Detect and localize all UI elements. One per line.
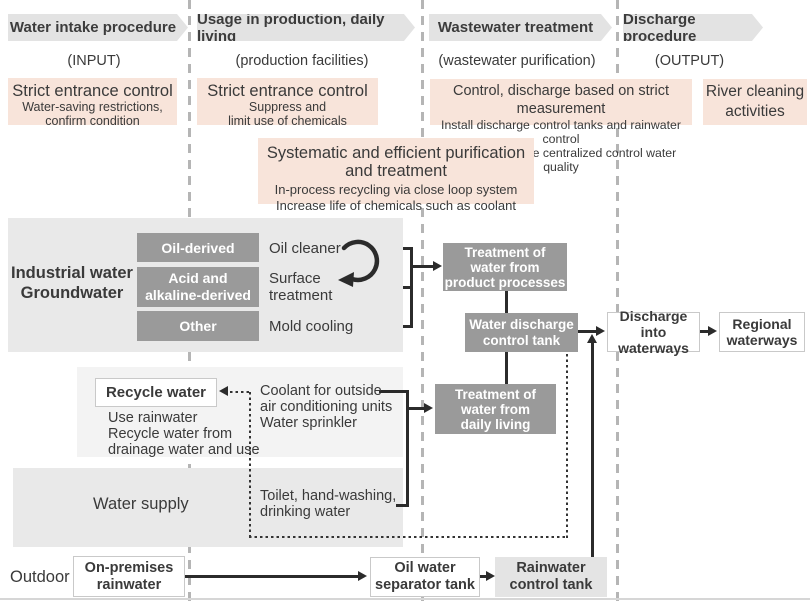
policy-systematic-body: In-process recycling via close loop syst… xyxy=(274,182,518,213)
connector-mold-stub xyxy=(403,325,413,328)
policy-usage-body: Suppress and limit use of chemicals xyxy=(228,100,347,128)
subtitle-output: (OUTPUT) xyxy=(654,53,725,69)
connector-to-product-treatment xyxy=(410,265,434,268)
subtitle-production-facilities: (production facilities) xyxy=(235,53,369,69)
subtitle-wastewater-purification: (wastewater purification) xyxy=(438,53,596,69)
arrowhead-right-icon xyxy=(486,571,495,581)
source-box-acid: Acid and alkaline-derived xyxy=(137,267,259,307)
arrowhead-right-icon xyxy=(424,403,433,413)
arrowhead-up-icon xyxy=(587,334,597,343)
policy-wastewater-box: Control, discharge based on strict measu… xyxy=(430,79,692,174)
connector-tank-to-discharge xyxy=(578,330,598,333)
cycle-arrow-icon xyxy=(338,239,380,287)
policy-intake-body: Water-saving restrictions, confirm condi… xyxy=(22,100,163,128)
policy-usage-box: Strict entrance control Suppress and lim… xyxy=(197,78,378,128)
subtitle-input: (INPUT) xyxy=(67,53,121,69)
policy-wastewater-title: Control, discharge based on strict measu… xyxy=(453,83,669,117)
process-mold-cooling: Mold cooling xyxy=(269,318,354,335)
treatment-product-box: Treatment of water from product processe… xyxy=(443,243,567,291)
column-separator-3 xyxy=(616,0,619,603)
header-water-intake: Water intake procedure xyxy=(8,14,188,41)
connector-industrial-bracket xyxy=(410,247,413,328)
connector-rainwater-to-separator xyxy=(185,575,359,578)
dotted-return-vertical-right xyxy=(566,354,568,538)
dotted-return-to-recycle xyxy=(230,391,249,393)
connector-daily-bracket xyxy=(406,390,409,507)
water-supply-label: Water supply xyxy=(93,495,189,513)
connector-coolant-stub xyxy=(379,390,409,393)
connector-product-to-tank xyxy=(505,291,508,313)
arrowhead-right-icon xyxy=(433,261,442,271)
header-wastewater: Wastewater treatment xyxy=(429,14,612,41)
connector-tank-to-daily xyxy=(505,352,508,384)
oil-water-separator-tank-box: Oil water separator tank xyxy=(370,557,480,597)
treatment-daily-box: Treatment of water from daily living xyxy=(435,384,556,434)
column-separator-2 xyxy=(421,0,424,603)
arrowhead-right-icon xyxy=(358,571,367,581)
header-discharge: Discharge procedure xyxy=(623,14,763,41)
connector-surface-stub xyxy=(403,286,413,289)
industrial-label: Industrial water Groundwater xyxy=(11,264,133,302)
policy-systematic-box: Systematic and efficient purification an… xyxy=(258,138,534,213)
connector-discharge-to-regional xyxy=(700,330,709,333)
dotted-return-horizontal xyxy=(249,536,568,538)
discharge-into-waterways-box: Discharge into waterways xyxy=(607,308,700,356)
bottom-border xyxy=(0,598,810,600)
connector-raintank-up xyxy=(591,343,594,557)
process-oil-cleaner: Oil cleaner xyxy=(269,240,341,257)
source-box-oil: Oil-derived xyxy=(137,233,259,262)
policy-intake-title: Strict entrance control xyxy=(12,82,173,100)
toilet-label: Toilet, hand-washing, drinking water xyxy=(260,488,397,520)
connector-oil-stub xyxy=(403,247,413,250)
connector-toilet-stub xyxy=(396,504,409,507)
policy-systematic-title: Systematic and efficient purification an… xyxy=(266,144,526,180)
outdoor-label: Outdoor xyxy=(10,568,70,586)
process-surface-treatment: Surface treatment xyxy=(269,270,333,304)
source-box-other: Other xyxy=(137,311,259,341)
arrowhead-left-icon xyxy=(219,386,228,396)
policy-intake-box: Strict entrance control Water-saving res… xyxy=(8,78,177,128)
policy-river-cleaning-box: River cleaning activities xyxy=(703,79,807,125)
recycle-note: Use rainwater Recycle water from drainag… xyxy=(108,410,260,458)
water-discharge-control-tank-box: Water discharge control tank xyxy=(465,313,578,352)
on-premises-rainwater-box: On-premises rainwater xyxy=(73,556,185,597)
connector-to-daily-treatment xyxy=(406,407,426,410)
header-usage: Usage in production, daily living xyxy=(197,14,415,41)
connector-separator-to-raintank xyxy=(480,575,487,578)
rainwater-control-tank-box: Rainwater control tank xyxy=(495,557,607,597)
policy-usage-title: Strict entrance control xyxy=(207,82,368,100)
regional-waterways-box: Regional waterways xyxy=(719,312,805,352)
arrowhead-right-icon xyxy=(596,326,605,336)
coolant-label: Coolant for outside air conditioning uni… xyxy=(260,383,393,431)
recycle-water-box: Recycle water xyxy=(95,378,217,407)
water-supply-panel xyxy=(13,468,403,547)
dotted-return-vertical-left xyxy=(249,392,251,538)
arrowhead-right-icon xyxy=(708,326,717,336)
policy-river-cleaning-title: River cleaning activities xyxy=(705,83,805,120)
